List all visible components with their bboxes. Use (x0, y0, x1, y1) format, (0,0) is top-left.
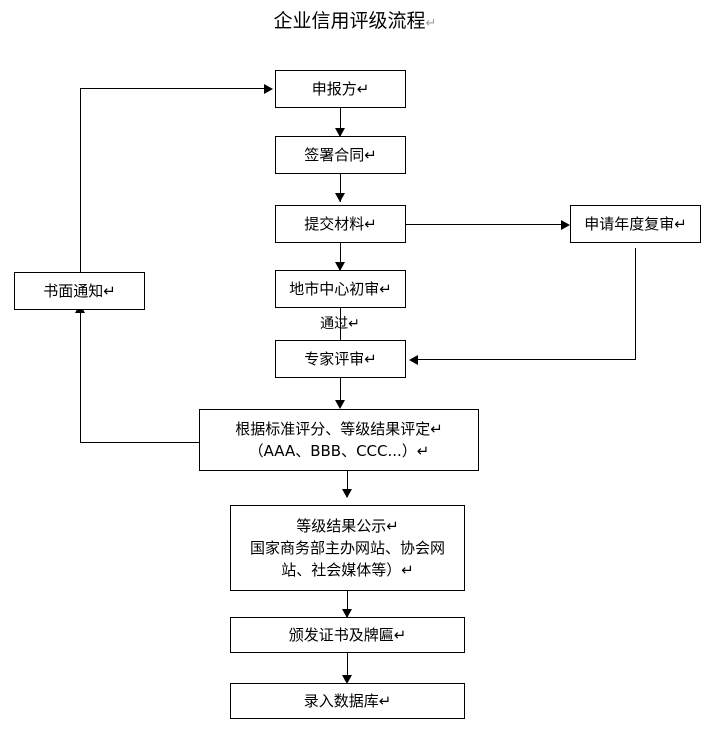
connector-applicant-to-sign (340, 108, 341, 137)
arrowhead-down-enter-database (342, 675, 352, 684)
connector-annual-review-to-expert (418, 359, 636, 360)
node-issue-certificate-line-0: 颁发证书及牌匾↵ (288, 626, 407, 644)
arrowhead-left-expert-review (409, 355, 418, 365)
label-pass-text: 通过↵ (320, 316, 360, 332)
node-written-notice[interactable]: 书面通知↵ (14, 272, 145, 310)
node-annual-review-line-0: 申请年度复审↵ (584, 215, 687, 233)
connector-expert-to-grading (340, 377, 341, 402)
connector-grading-to-notice-horizontal (80, 442, 200, 443)
arrowhead-down-issue-certificate (342, 609, 352, 618)
arrowhead-down-grading (335, 400, 345, 409)
connector-notice-to-applicant-vertical (80, 88, 81, 272)
node-grading[interactable]: 根据标准评分、等级结果评定↵ （AAA、BBB、CCC...）↵ (199, 409, 479, 471)
node-submit-materials-line-0: 提交材料↵ (304, 215, 377, 233)
node-annual-review[interactable]: 申请年度复审↵ (570, 205, 701, 243)
node-written-notice-line-0: 书面通知↵ (43, 282, 116, 300)
node-issue-certificate[interactable]: 颁发证书及牌匾↵ (230, 617, 465, 653)
node-publicity-line-0: 等级结果公示↵ (296, 517, 399, 535)
connector-submit-to-annual-review (405, 224, 565, 225)
node-city-center-review-line-0: 地市中心初审↵ (289, 280, 392, 298)
node-submit-materials[interactable]: 提交材料↵ (275, 205, 406, 243)
arrowhead-down-sign-contract (335, 128, 345, 137)
node-sign-contract-line-0: 签署合同↵ (304, 146, 377, 164)
node-publicity-line-2: 站、社会媒体等）↵ (281, 561, 414, 579)
label-pass: 通过↵ (290, 315, 390, 333)
node-sign-contract[interactable]: 签署合同↵ (275, 136, 406, 174)
connector-submit-to-city-review (340, 243, 341, 270)
arrowhead-down-publicity (342, 489, 352, 498)
node-publicity[interactable]: 等级结果公示↵ 国家商务部主办网站、协会网 站、社会媒体等）↵ (230, 505, 465, 591)
connector-notice-to-applicant-horizontal (80, 88, 265, 89)
node-applicant[interactable]: 申报方↵ (275, 70, 406, 108)
connector-publicity-to-certificate (347, 590, 348, 617)
node-enter-database[interactable]: 录入数据库↵ (230, 683, 465, 719)
arrowhead-down-submit-materials (335, 193, 345, 202)
page-title: 企业信用评级流程↵ (0, 8, 710, 37)
node-grading-line-1: （AAA、BBB、CCC...）↵ (248, 442, 430, 460)
connector-certificate-to-database (347, 652, 348, 679)
page-title-text: 企业信用评级流程 (273, 10, 426, 32)
node-applicant-line-0: 申报方↵ (311, 80, 370, 98)
connector-grading-to-publicity (347, 470, 348, 497)
arrowhead-right-applicant (264, 84, 273, 94)
connector-annual-review-down (635, 248, 636, 360)
node-enter-database-line-0: 录入数据库↵ (303, 692, 392, 710)
connector-sign-to-submit (340, 173, 341, 202)
node-expert-review[interactable]: 专家评审↵ (275, 340, 406, 378)
paragraph-mark-icon: ↵ (425, 16, 437, 31)
arrowhead-down-city-review (335, 262, 345, 271)
arrowhead-right-annual-review (561, 220, 570, 230)
connector-grading-to-notice-vertical (80, 313, 81, 443)
connector-city-review-to-expert (340, 307, 341, 340)
node-grading-line-0: 根据标准评分、等级结果评定↵ (235, 420, 443, 438)
node-city-center-review[interactable]: 地市中心初审↵ (275, 270, 406, 308)
node-expert-review-line-0: 专家评审↵ (304, 350, 377, 368)
node-publicity-line-1: 国家商务部主办网站、协会网 (249, 539, 445, 557)
